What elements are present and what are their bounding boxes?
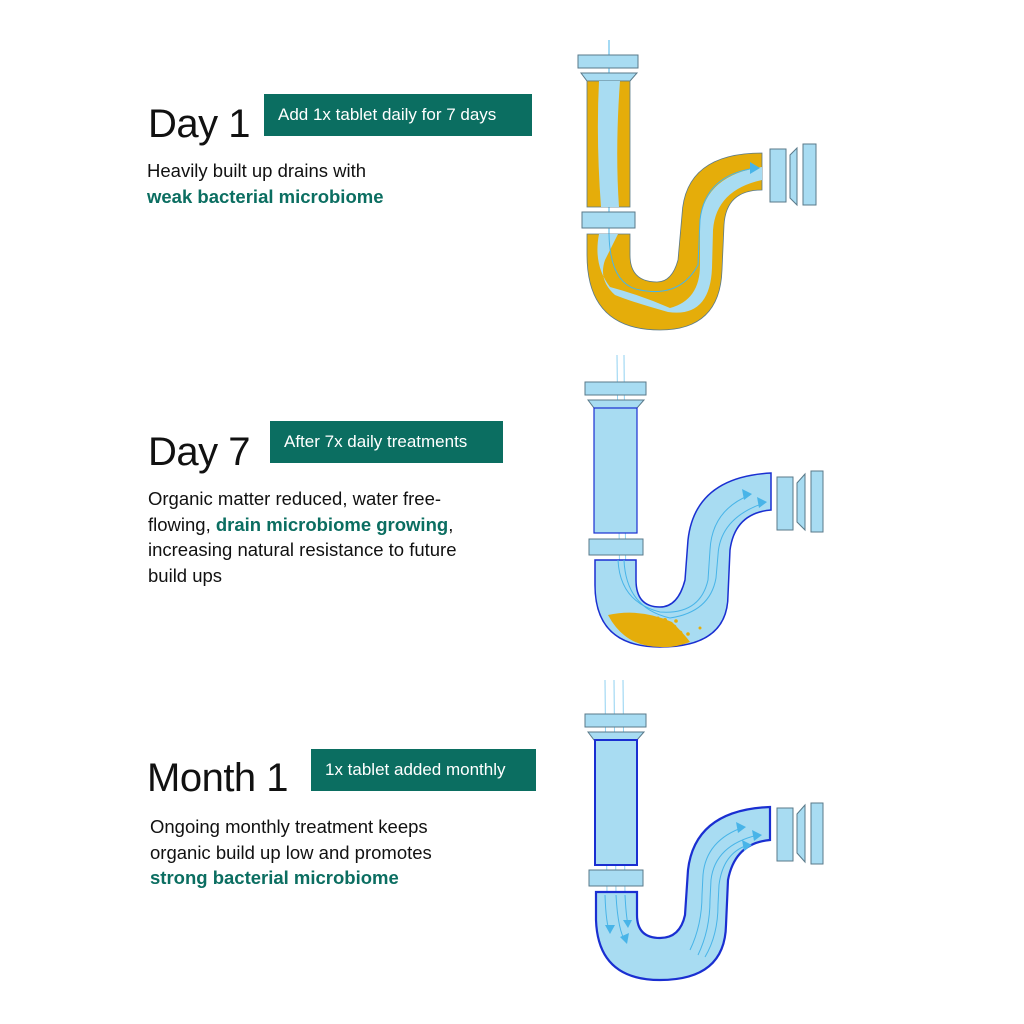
stage-title: Month 1 <box>147 756 289 800</box>
stage-day-1: Day 1 Add 1x tablet daily for 7 days Hea… <box>0 0 1024 340</box>
p-trap-pipe-icon <box>584 354 824 648</box>
desc-text: Ongoing monthly treatment keeps organic … <box>150 816 432 863</box>
pipe-nut <box>588 538 644 556</box>
stage-description: Heavily built up drains with weak bacter… <box>147 158 477 209</box>
p-trap-pipe-icon <box>577 40 817 331</box>
stage-badge: Add 1x tablet daily for 7 days <box>264 94 532 136</box>
outlet-nut <box>776 807 794 862</box>
pipe-nut <box>581 211 636 229</box>
pipe-nut <box>588 869 644 887</box>
desc-text: Organic matter reduced, water free-flowi… <box>148 488 442 535</box>
outlet-collar <box>796 803 806 864</box>
stage-description: Ongoing monthly treatment keeps organic … <box>150 814 480 891</box>
p-trap-pipe-icon <box>584 679 824 982</box>
stage-badge: 1x tablet added monthly <box>311 749 536 791</box>
stage-description: Organic matter reduced, water free-flowi… <box>148 486 478 588</box>
desc-text: Heavily built up drains with <box>147 160 367 181</box>
outlet-collar <box>796 472 806 532</box>
stage-day-7: Day 7 After 7x daily treatments Organic … <box>148 354 824 648</box>
stage-title: Day 1 <box>148 102 251 146</box>
outlet-nut <box>769 148 787 203</box>
desc-highlight: drain microbiome growing <box>215 513 449 535</box>
pipe-cap <box>584 381 647 396</box>
outlet-collar <box>789 146 798 207</box>
pipe-cap <box>584 713 647 728</box>
outlet-cap <box>802 143 817 206</box>
desc-text: , increasing natural resistance to futur… <box>148 513 457 586</box>
outlet-cap <box>810 470 824 533</box>
stage-badge: After 7x daily treatments <box>270 421 503 463</box>
outlet-nut <box>776 476 794 531</box>
desc-highlight: weak bacterial microbiome <box>147 185 384 207</box>
pipe-cap <box>577 54 639 69</box>
pipe-collar <box>587 731 646 741</box>
stage-title: Day 7 <box>148 430 251 474</box>
desc-highlight: strong bacterial microbiome <box>150 867 399 888</box>
outlet-cap <box>810 802 824 865</box>
